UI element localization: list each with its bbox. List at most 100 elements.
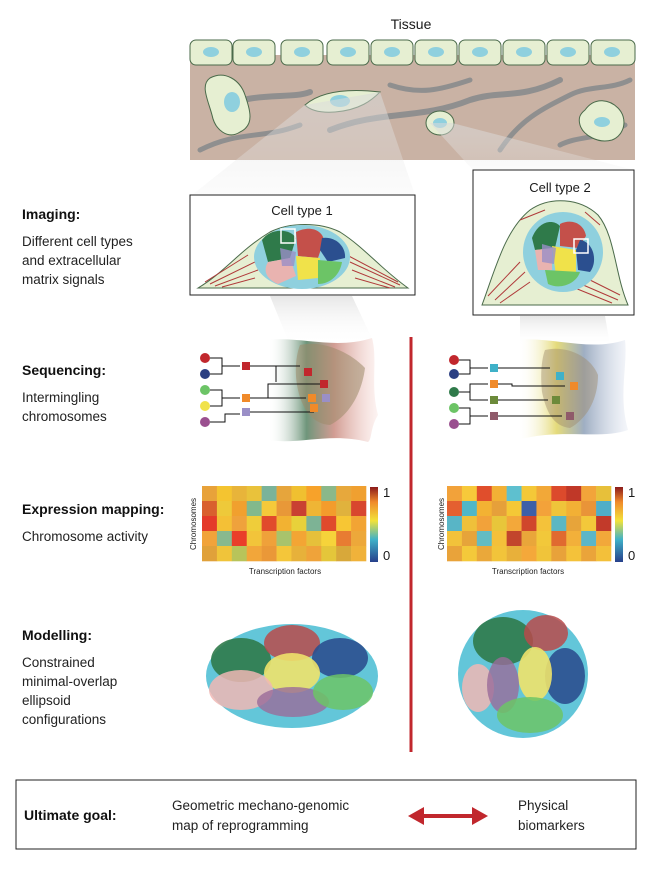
heatmap-cell — [261, 486, 277, 502]
heatmap-cell — [491, 516, 507, 532]
epithelial-cells — [189, 39, 636, 66]
heatmap-cell — [476, 516, 493, 532]
heatmap-cell — [231, 516, 248, 532]
heatmap-cell — [536, 501, 552, 517]
double-arrow — [408, 807, 488, 825]
heatmap-cell — [291, 531, 307, 547]
heatmap-cell — [276, 531, 292, 547]
goal-title: Ultimate goal: — [24, 807, 117, 823]
heatmap-cell — [216, 501, 233, 517]
heatmap-cell — [336, 486, 352, 502]
heatmap-left-scale — [370, 487, 378, 562]
heatmap-cell — [476, 531, 493, 547]
heatmap-cell — [461, 546, 478, 562]
heatmap-cell — [521, 546, 537, 562]
chromosome-dots-right — [449, 355, 459, 429]
goal-right-line-1: Physical — [518, 798, 568, 813]
heatmap-cell — [596, 546, 612, 562]
sequencing-line-2: chromosomes — [22, 409, 107, 424]
heatmap-cell — [521, 516, 537, 532]
heatmap-cell — [261, 501, 277, 517]
heatmap-cell — [321, 531, 337, 547]
heatmap-left-xlabel: Transcription factors — [249, 567, 321, 576]
cell-type-2-panel: Cell type 2 — [472, 169, 635, 316]
heatmap-left-cells — [202, 486, 367, 562]
heatmap-cell — [231, 486, 248, 502]
heatmap-cell — [491, 486, 507, 502]
modelling-line-2: minimal-overlap — [22, 674, 117, 689]
heatmap-cell — [521, 486, 537, 502]
heatmap-left-ylabel: Chromosomes — [189, 498, 198, 550]
modelling-line-1: Constrained — [22, 655, 95, 670]
heatmap-cell — [566, 501, 582, 517]
goal-middle-line-1: Geometric mechano-genomic — [172, 798, 349, 813]
heatmap-cell — [276, 516, 292, 532]
heatmap-cell — [536, 531, 552, 547]
heatmap-cell — [291, 501, 307, 517]
heatmap-cell — [351, 501, 367, 517]
heatmap-cell — [596, 516, 612, 532]
heatmap-left-scale-max: 1 — [383, 485, 390, 500]
heatmap-cell — [291, 546, 307, 562]
heatmap-cell — [596, 501, 612, 517]
heatmap-cell — [291, 516, 307, 532]
heatmap-cell — [351, 516, 367, 532]
heatmap-cell — [321, 546, 337, 562]
heatmap-cell — [447, 501, 463, 517]
heatmap-cell — [202, 486, 218, 502]
modelling-line-3: ellipsoid — [22, 693, 71, 708]
heatmap-cell — [461, 486, 478, 502]
heatmap-cell — [246, 516, 262, 532]
heatmap-cell — [306, 546, 322, 562]
heatmap-cell — [491, 546, 507, 562]
heatmap-cell — [536, 486, 552, 502]
heatmap-right-ylabel: Chromosomes — [437, 498, 446, 550]
tissue-block — [189, 39, 636, 160]
heatmap-cell — [551, 546, 567, 562]
heatmap-cell — [306, 486, 322, 502]
heatmap-cell — [246, 501, 262, 517]
expression-section: Expression mapping: Chromosome activity — [22, 501, 164, 544]
modelling-section: Modelling: Constrained minimal-overlap e… — [22, 627, 117, 727]
heatmap-cell — [476, 546, 493, 562]
heatmap-cell — [261, 516, 277, 532]
imaging-line-3: matrix signals — [22, 272, 105, 287]
heatmap-cell — [291, 486, 307, 502]
heatmap-cell — [566, 531, 582, 547]
heatmap-cell — [231, 546, 248, 562]
modelling-title: Modelling: — [22, 627, 92, 643]
sequencing-left — [200, 338, 378, 442]
heatmap-cell — [506, 546, 522, 562]
heatmap-right-xlabel: Transcription factors — [492, 567, 564, 576]
heatmap-cell — [461, 516, 478, 532]
sequencing-section: Sequencing: Intermingling chromosomes — [22, 362, 107, 424]
ellipsoid-model-left — [206, 624, 378, 728]
heatmap-cell — [476, 486, 493, 502]
heatmap-cell — [246, 546, 262, 562]
heatmap-cell — [246, 531, 262, 547]
heatmap-right-scale — [615, 487, 623, 562]
heatmap-cell — [336, 516, 352, 532]
heatmap-right-scale-min: 0 — [628, 548, 635, 563]
heatmap-cell — [506, 531, 522, 547]
cell-type-2-label: Cell type 2 — [529, 180, 590, 195]
heatmap-left: Chromosomes Transcription factors 1 0 — [189, 485, 390, 576]
heatmap-cell — [447, 486, 463, 502]
ultimate-goal-box: Ultimate goal: Geometric mechano-genomic… — [15, 779, 637, 850]
heatmap-right-scale-max: 1 — [628, 485, 635, 500]
heatmap-cell — [202, 501, 218, 517]
heatmap-cell — [321, 486, 337, 502]
heatmap-cell — [216, 531, 233, 547]
sequencing-title: Sequencing: — [22, 362, 106, 378]
heatmap-cell — [596, 486, 612, 502]
heatmap-cell — [231, 531, 248, 547]
heatmap-cell — [581, 546, 597, 562]
cell-type-1-label: Cell type 1 — [271, 203, 332, 218]
heatmap-cell — [231, 501, 248, 517]
heatmap-cell — [202, 516, 218, 532]
heatmap-cell — [202, 531, 218, 547]
tissue-label: Tissue — [391, 16, 432, 32]
heatmap-cell — [581, 516, 597, 532]
heatmap-cell — [536, 546, 552, 562]
goal-right-line-2: biomarkers — [518, 818, 585, 833]
